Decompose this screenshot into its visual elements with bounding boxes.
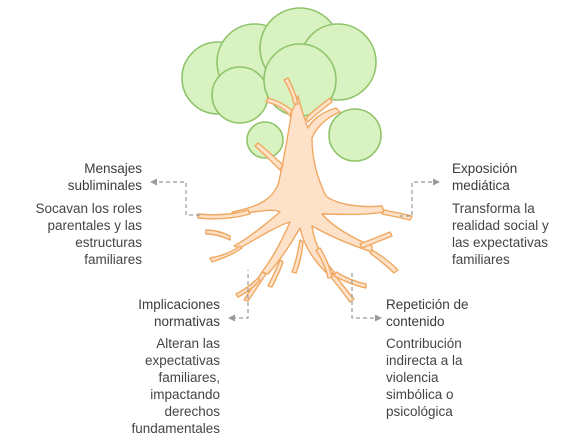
- connector-right-bottom: [351, 270, 374, 319]
- connector-left-bottom: [232, 270, 249, 319]
- label-repeticion-contenido: Repetición de contenido: [386, 297, 469, 329]
- connector-left-top: [152, 181, 200, 216]
- label-exposicion-mediatica: Exposición mediática: [452, 161, 518, 193]
- desc-implicaciones-normativas: Alteran las expectativas familiares, imp…: [131, 336, 220, 436]
- label-implicaciones-normativas: Implicaciones normativas: [138, 297, 220, 329]
- tree-trunk: [197, 77, 413, 303]
- tree-illustration: [150, 7, 440, 322]
- tree-canopy: [181, 7, 382, 162]
- arrow-left-top: [150, 178, 157, 186]
- connector-lines: [152, 181, 432, 319]
- arrow-right-top: [433, 178, 440, 186]
- desc-repeticion-contenido: Contribución indirecta a la violencia si…: [386, 336, 463, 419]
- label-mensajes-subliminales: Mensajes subliminales: [67, 161, 142, 193]
- desc-mensajes-subliminales: Socavan los roles parentales y las estru…: [35, 201, 142, 267]
- connector-right-top: [400, 181, 432, 217]
- arrow-right-bottom: [375, 314, 382, 322]
- connector-arrows: [150, 178, 440, 322]
- desc-exposicion-mediatica: Transforma la realidad social y las expe…: [452, 201, 549, 267]
- arrow-left-bottom: [228, 314, 235, 322]
